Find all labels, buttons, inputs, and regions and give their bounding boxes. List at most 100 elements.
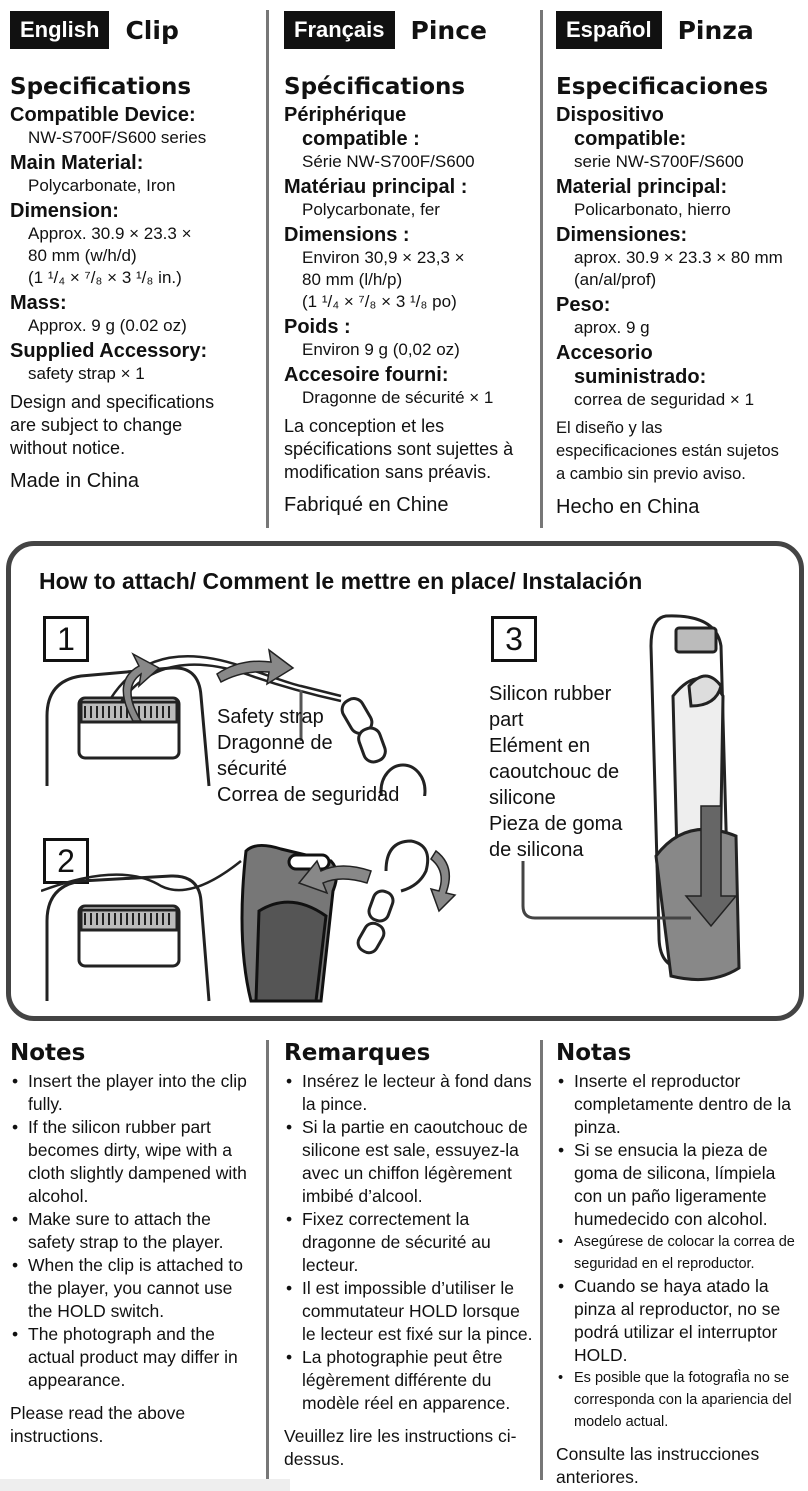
label-line: Pieza de goma bbox=[489, 813, 623, 835]
spec-disclaimer: La conception et les spécifications sont… bbox=[284, 415, 534, 484]
spec-label: suministrado: bbox=[574, 366, 707, 388]
language-tag: Français bbox=[284, 11, 395, 49]
notes-heading: Notas bbox=[556, 1040, 632, 1066]
notes-heading: Remarques bbox=[284, 1040, 431, 1066]
label-line: Silicon rubber bbox=[489, 683, 612, 705]
rotate-arrow-icon bbox=[429, 849, 457, 913]
step-number: 1 bbox=[43, 616, 89, 662]
column-header: Français Pince bbox=[284, 8, 534, 52]
product-title: Pinza bbox=[677, 15, 754, 45]
note-item: If the silicon rubber part becomes dirty… bbox=[10, 1116, 260, 1208]
spec-label: Poids : bbox=[284, 316, 351, 338]
spec-value: Approx. 30.9 × 23.3 × bbox=[28, 224, 192, 243]
spec-label: Material principal: bbox=[556, 176, 728, 198]
language-tag: Español bbox=[556, 11, 662, 49]
product-title: Clip bbox=[125, 15, 179, 45]
page-edge-strip bbox=[0, 1479, 290, 1491]
notes-closing: Please read the above instructions. bbox=[10, 1403, 186, 1446]
spec-label: Supplied Accessory: bbox=[10, 340, 208, 362]
spec-value: (an/al/prof) bbox=[574, 270, 657, 289]
label-line: caoutchouc de bbox=[489, 761, 620, 783]
spec-value: (1 ¹/₄ × ⁷/₈ × 3 ¹/₈ in.) bbox=[28, 268, 182, 287]
spec-value: 80 mm (w/h/d) bbox=[28, 246, 137, 265]
spec-value: Polycarbonate, fer bbox=[302, 200, 440, 219]
step-number: 3 bbox=[491, 616, 537, 662]
spec-label: Périphérique bbox=[284, 104, 407, 126]
rubber-pointer-line bbox=[521, 861, 691, 920]
notes-closing: Veuillez lire les instructions ci-dessus… bbox=[284, 1426, 517, 1469]
language-tag: English bbox=[10, 11, 110, 49]
attach-title: How to attach/ Comment le mettre en plac… bbox=[39, 568, 643, 594]
column-header: English Clip bbox=[10, 8, 260, 52]
note-item: The photograph and the actual product ma… bbox=[10, 1323, 260, 1392]
lobster-clasp bbox=[356, 839, 430, 955]
column-divider bbox=[266, 1040, 269, 1480]
note-item: Si la partie en caoutchouc de silicone e… bbox=[284, 1116, 534, 1208]
disclaimer-line: spécifications sont sujettes à bbox=[284, 439, 514, 459]
spec-label: Compatible Device: bbox=[10, 104, 196, 126]
made-in: Hecho en China bbox=[556, 496, 700, 518]
spec-column-english: English Clip Specifications Compatible D… bbox=[10, 8, 260, 494]
made-in: Fabriqué en Chine bbox=[284, 494, 449, 516]
note-item: Insérez le lecteur à fond dans la pince. bbox=[284, 1070, 534, 1116]
notes-spanish: Notas Inserte el reproductor completamen… bbox=[556, 1040, 804, 1489]
label-line: Correa de seguridad bbox=[217, 784, 400, 806]
column-divider bbox=[540, 1040, 543, 1480]
note-item: Inserte el reproductor completamente den… bbox=[556, 1070, 804, 1139]
specifications-heading: Specifications bbox=[10, 74, 192, 100]
spec-disclaimer: El diseño y las especificaciones están s… bbox=[556, 417, 806, 486]
note-item: Il est impossible d’utiliser le commutat… bbox=[284, 1277, 534, 1346]
spec-value: safety strap × 1 bbox=[28, 364, 145, 383]
note-item: When the clip is attached to the player,… bbox=[10, 1254, 260, 1323]
spec-column-french: Français Pince Spécifications Périphériq… bbox=[284, 8, 534, 518]
step3-illustration bbox=[521, 614, 741, 982]
notes-english: Notes Insert the player into the clip fu… bbox=[10, 1040, 260, 1448]
strap-loop bbox=[41, 860, 242, 893]
spec-value: Dragonne de sécurité × 1 bbox=[302, 388, 494, 407]
clip-body bbox=[240, 844, 338, 1003]
label-line: sécurité bbox=[217, 758, 288, 780]
spec-value: (1 ¹/₄ × ⁷/₈ × 3 ¹/₈ po) bbox=[302, 292, 457, 311]
spec-label: Dimensions : bbox=[284, 224, 410, 246]
label-line: Safety strap bbox=[217, 706, 324, 728]
notes-closing: Consulte las instrucciones anteriores. bbox=[556, 1444, 760, 1487]
disclaimer-line: a cambio sin previo aviso. bbox=[556, 465, 746, 483]
spec-label: Accesoire fourni: bbox=[284, 364, 449, 386]
notes-french: Remarques Insérez le lecteur à fond dans… bbox=[284, 1040, 534, 1471]
spec-value: Approx. 9 g (0.02 oz) bbox=[28, 316, 187, 335]
column-divider bbox=[540, 10, 543, 528]
label-line: de silicona bbox=[489, 839, 584, 861]
note-item: Cuando se haya atado la pinza al reprodu… bbox=[556, 1275, 804, 1367]
spec-label: Dimension: bbox=[10, 200, 119, 222]
spec-value: Policarbonato, hierro bbox=[574, 200, 731, 219]
step2-illustration bbox=[41, 839, 457, 1003]
label-line: Elément en bbox=[489, 735, 591, 757]
silicon-rubber-label: Silicon rubber part Elément en caoutchou… bbox=[489, 681, 622, 863]
disclaimer-line: are subject to change bbox=[10, 415, 183, 435]
attach-instructions-panel: How to attach/ Comment le mettre en plac… bbox=[6, 541, 804, 1021]
note-item: Fixez correctement la dragonne de sécuri… bbox=[284, 1208, 534, 1277]
spec-column-spanish: Español Pinza Especificaciones Dispositi… bbox=[556, 8, 806, 520]
spec-label: Peso: bbox=[556, 294, 611, 316]
column-divider bbox=[266, 10, 269, 528]
specifications-heading: Especificaciones bbox=[556, 74, 769, 100]
spec-value: aprox. 9 g bbox=[574, 318, 650, 337]
player-device bbox=[45, 874, 211, 1002]
spec-label: compatible : bbox=[302, 128, 420, 150]
spec-label: Dispositivo bbox=[556, 104, 664, 126]
made-in: Made in China bbox=[10, 470, 139, 492]
spec-label: Mass: bbox=[10, 292, 67, 314]
spec-value: Environ 30,9 × 23,3 × bbox=[302, 248, 465, 267]
lobster-clasp bbox=[340, 697, 427, 796]
specifications-heading: Spécifications bbox=[284, 74, 466, 100]
arrow-right-icon bbox=[216, 648, 295, 686]
note-item: Make sure to attach the safety strap to … bbox=[10, 1208, 260, 1254]
step1-illustration bbox=[45, 648, 427, 796]
column-header: Español Pinza bbox=[556, 8, 806, 52]
spec-value: NW-S700F/S600 series bbox=[28, 128, 207, 147]
spec-label: Main Material: bbox=[10, 152, 144, 174]
label-line: Dragonne de bbox=[217, 732, 333, 754]
disclaimer-line: Design and specifications bbox=[10, 392, 215, 412]
spec-value: Série NW-S700F/S600 bbox=[302, 152, 475, 171]
spec-disclaimer: Design and specifications are subject to… bbox=[10, 391, 260, 460]
